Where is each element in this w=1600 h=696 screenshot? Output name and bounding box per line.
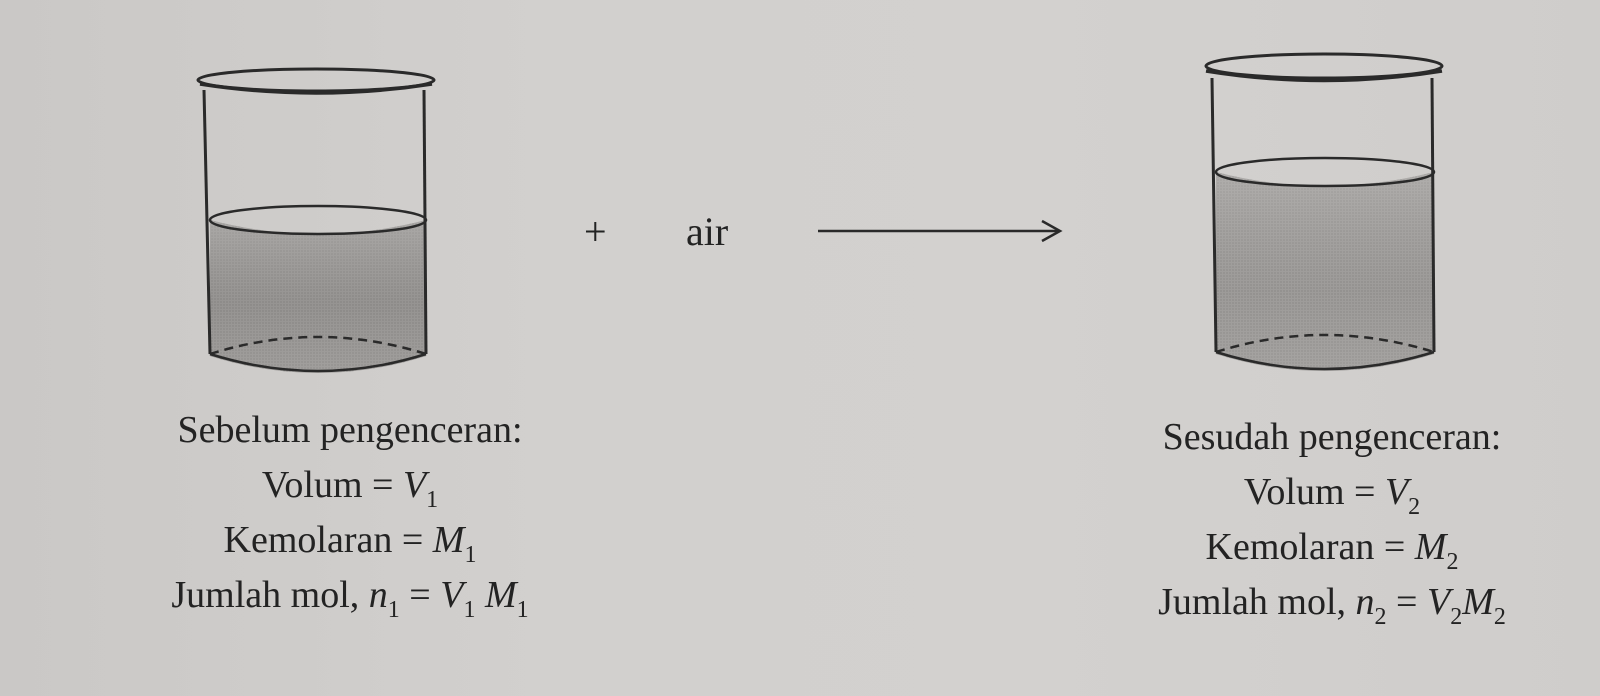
volume-after: Volum = V2 <box>1243 471 1421 520</box>
dilution-arrow-icon <box>818 218 1068 251</box>
moles-before: Jumlah mol, n1 = V1 M1 <box>171 574 529 623</box>
volume-before: Volum = V1 <box>261 464 439 513</box>
molarity-before: Kemolaran = M1 <box>223 519 477 568</box>
beaker-before <box>190 58 450 388</box>
caption-before: Sebelum pengenceran: Volum = V1 Kemolara… <box>90 403 610 623</box>
heading-before: Sebelum pengenceran: <box>177 409 523 451</box>
beaker-after <box>1196 44 1456 384</box>
plus-sign: + <box>584 209 607 254</box>
heading-after: Sesudah pengenceran: <box>1162 416 1502 458</box>
water-label: air <box>686 209 729 254</box>
caption-after: Sesudah pengenceran: Volum = V2 Kemolara… <box>1082 410 1582 630</box>
molarity-after: Kemolaran = M2 <box>1205 526 1459 575</box>
moles-after: Jumlah mol, n2 = V2M2 <box>1158 581 1506 630</box>
